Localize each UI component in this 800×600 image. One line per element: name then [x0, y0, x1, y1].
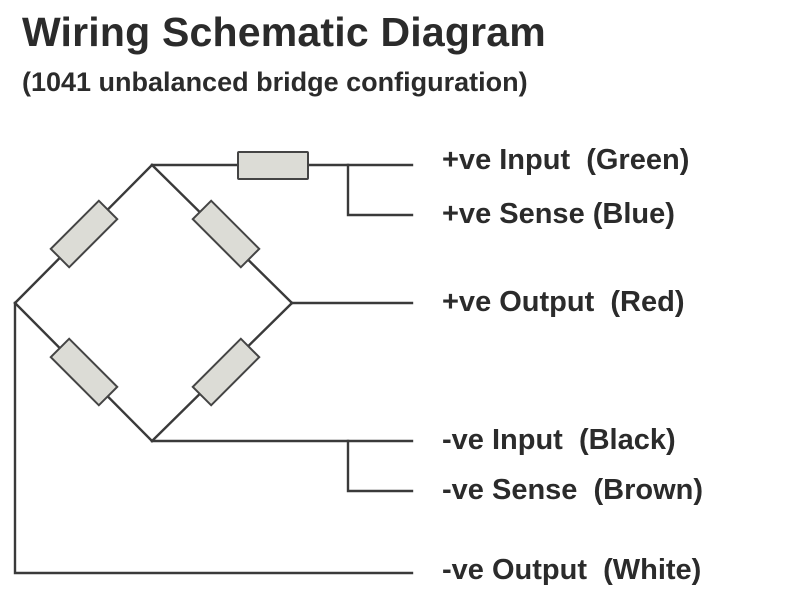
resistor-upper-right [191, 199, 261, 269]
diagram-title: Wiring Schematic Diagram [22, 9, 546, 55]
wire-negative-sense [346, 439, 414, 493]
resistor-input-series [237, 151, 309, 180]
resistor-upper-left [49, 199, 119, 269]
resistor-lower-left [49, 337, 119, 407]
wire-positive-sense [346, 163, 414, 217]
label-positive-output: +ve Output (Red) [442, 286, 685, 318]
wire-negative-output [13, 301, 414, 575]
label-negative-sense: -ve Sense (Brown) [442, 474, 704, 506]
label-positive-input: +ve Input (Green) [442, 144, 690, 176]
diagram-subtitle: (1041 unbalanced bridge configuration) [22, 67, 528, 97]
label-negative-input: -ve Input (Black) [442, 424, 676, 456]
label-negative-output: -ve Output (White) [442, 554, 702, 586]
label-positive-sense: +ve Sense (Blue) [442, 198, 675, 230]
resistor-lower-right [191, 337, 261, 407]
